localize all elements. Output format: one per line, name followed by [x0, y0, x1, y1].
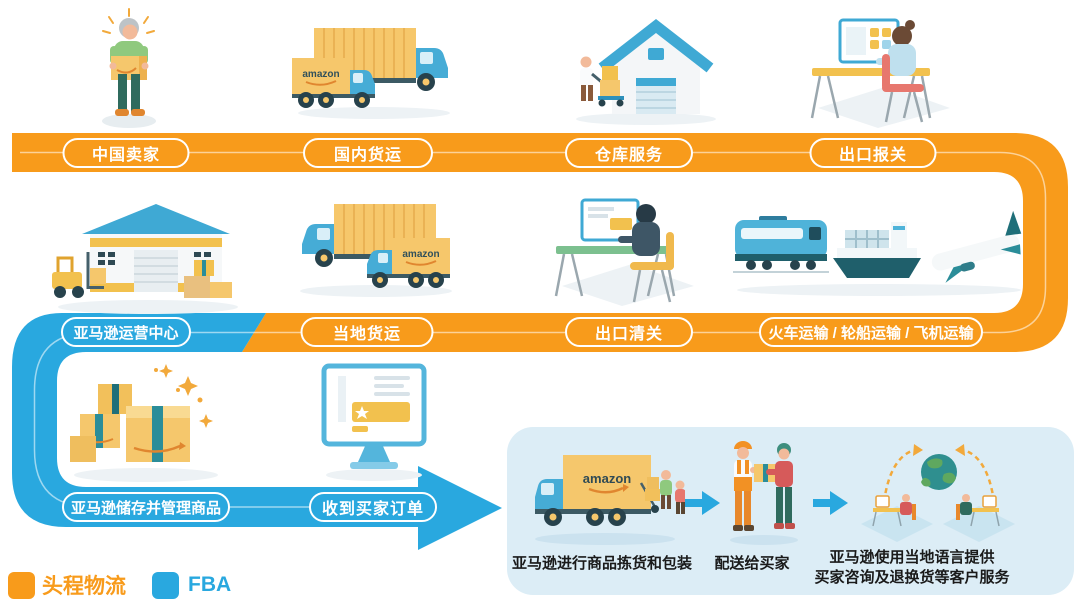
truck-logo-text: amazon [302, 69, 339, 80]
sparkle-icon [102, 8, 155, 34]
seller-illustration [102, 8, 156, 128]
caption-customer-service-line2: 买家咨询及退换货等客户服务 [814, 569, 1010, 586]
caption-customer-service: 亚马逊使用当地语言提供 买家咨询及退换货等客户服务 [814, 548, 1009, 588]
forklift-icon [52, 272, 82, 289]
stage-pill-buyer-order: 收到买家订单 [309, 492, 437, 522]
legend-label-fba: FBA [188, 573, 232, 596]
train-icon [733, 216, 829, 273]
hard-hat-icon [734, 441, 752, 449]
stage-pill-amazon-fulfillment-center: 亚马逊运营中心 [61, 317, 191, 347]
warehouse-illustration [576, 19, 716, 125]
export-clearance-desk-illustration [554, 198, 694, 306]
stage-pill-domestic-freight: 国内货运 [303, 138, 433, 168]
export-customs-desk-illustration [810, 18, 950, 128]
stage-pill-export-customs: 出口报关 [809, 138, 937, 168]
stage-pill-export-clearance: 出口清关 [565, 317, 693, 347]
truck-logo-text: amazon [583, 471, 631, 486]
domestic-truck-illustration: amazon [292, 28, 450, 119]
order-monitor-illustration [321, 363, 427, 481]
storage-boxes-illustration [70, 364, 218, 482]
stage-pill-transport-modes: 火车运输 / 轮船运输 / 飞机运输 [759, 317, 983, 347]
customer-service-globe-illustration [861, 444, 1015, 542]
ship-icon [833, 222, 921, 278]
transport-modes-illustration [733, 210, 1022, 296]
stage-pill-local-freight: 当地货运 [300, 317, 434, 347]
plane-icon [931, 210, 1022, 283]
caption-customer-service-line1: 亚马逊使用当地语言提供 [829, 549, 995, 566]
truck-logo-text: amazon [402, 249, 439, 260]
sparkle-icon [154, 364, 213, 428]
caption-deliver-to-buyer: 配送给买家 [714, 555, 790, 572]
global-arrows-icon [882, 448, 996, 503]
stage-pill-amazon-storage: 亚马逊储存并管理商品 [62, 492, 230, 522]
picking-packing-truck-illustration: amazon [535, 455, 685, 545]
legend-swatch-fba [152, 571, 179, 599]
delivery-handoff-illustration [730, 441, 798, 545]
stage-pill-warehouse-service: 仓库服务 [565, 138, 693, 168]
stage-pill-china-seller: 中国卖家 [62, 138, 190, 168]
legend: 头程物流 FBA [8, 570, 231, 600]
legend-swatch-first-leg [8, 571, 35, 599]
local-truck-illustration: amazon [300, 204, 452, 297]
fulfillment-center-illustration [52, 204, 238, 314]
legend-label-first-leg: 头程物流 [42, 575, 126, 598]
caption-picking-packing: 亚马逊进行商品拣货和包装 [511, 555, 693, 572]
